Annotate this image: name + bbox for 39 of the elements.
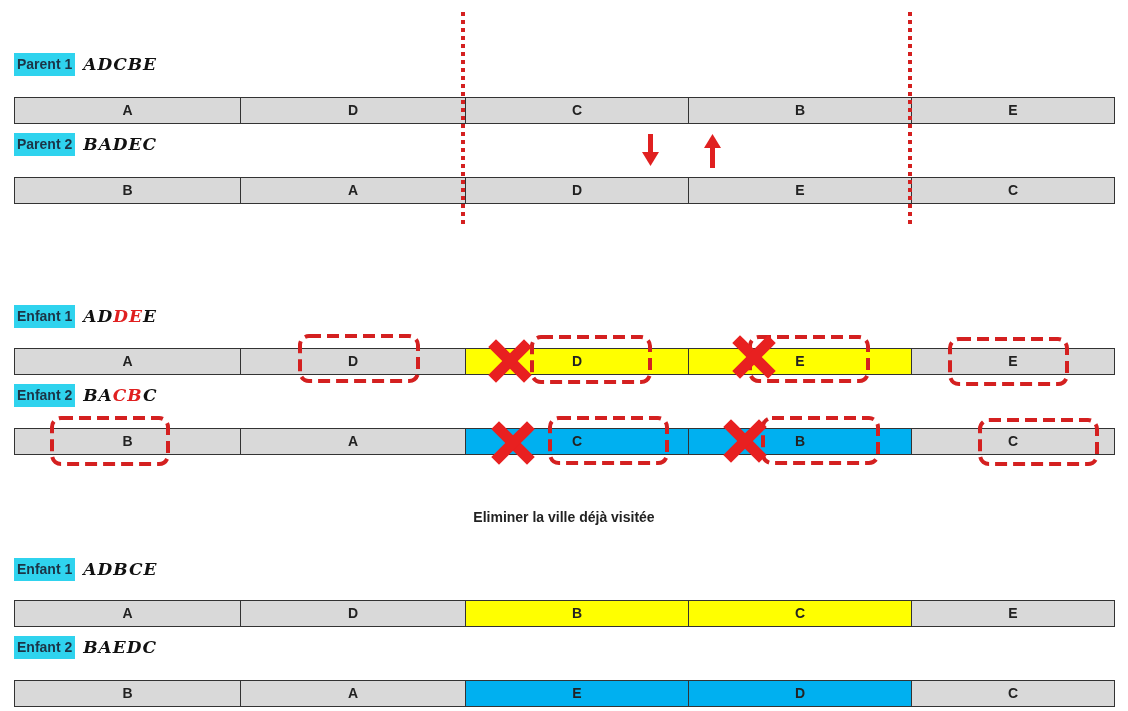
gene-cell: C (465, 97, 689, 124)
note-text: Eliminer la ville déjà visitée (472, 508, 656, 527)
gene-cell: B (14, 177, 241, 204)
gene-cell: D (240, 97, 466, 124)
sequence-text: ADBCE (83, 558, 158, 581)
gene-cell: A (14, 600, 241, 627)
gene-cell: E (465, 680, 689, 707)
gene-cell: A (240, 428, 466, 455)
sequence-text: ADCBE (83, 53, 158, 76)
sequence-text: BACBC (83, 384, 158, 407)
gene-cell: C (911, 177, 1115, 204)
gene-cell: E (911, 97, 1115, 124)
row-tag: Enfant 2 (14, 384, 76, 408)
sequence-text: BADEC (83, 133, 158, 156)
gene-cell: E (911, 348, 1115, 375)
row-tag: Enfant 2 (14, 636, 76, 660)
gene-cell: D (240, 348, 466, 375)
gene-cell: B (688, 97, 912, 124)
sequence-text: BAEDC (83, 636, 158, 659)
gene-cell: A (14, 348, 241, 375)
gene-cell: E (911, 600, 1115, 627)
gene-cell: A (240, 680, 466, 707)
gene-cell: C (688, 600, 912, 627)
gene-cell: D (688, 680, 912, 707)
row-tag: Parent 1 (14, 53, 76, 77)
gene-cell: C (911, 680, 1115, 707)
gene-cell: A (240, 177, 466, 204)
gene-cell: D (240, 600, 466, 627)
gene-cell: D (465, 177, 689, 204)
gene-cell: E (688, 177, 912, 204)
sequence-text: ADDEE (83, 305, 157, 328)
row-tag: Enfant 1 (14, 305, 76, 329)
gene-cell: B (14, 428, 241, 455)
gene-cell: B (465, 600, 689, 627)
gene-cell: C (911, 428, 1115, 455)
row-tag: Enfant 1 (14, 558, 76, 582)
gene-cell: A (14, 97, 241, 124)
row-tag: Parent 2 (14, 133, 76, 157)
gene-cell: B (14, 680, 241, 707)
